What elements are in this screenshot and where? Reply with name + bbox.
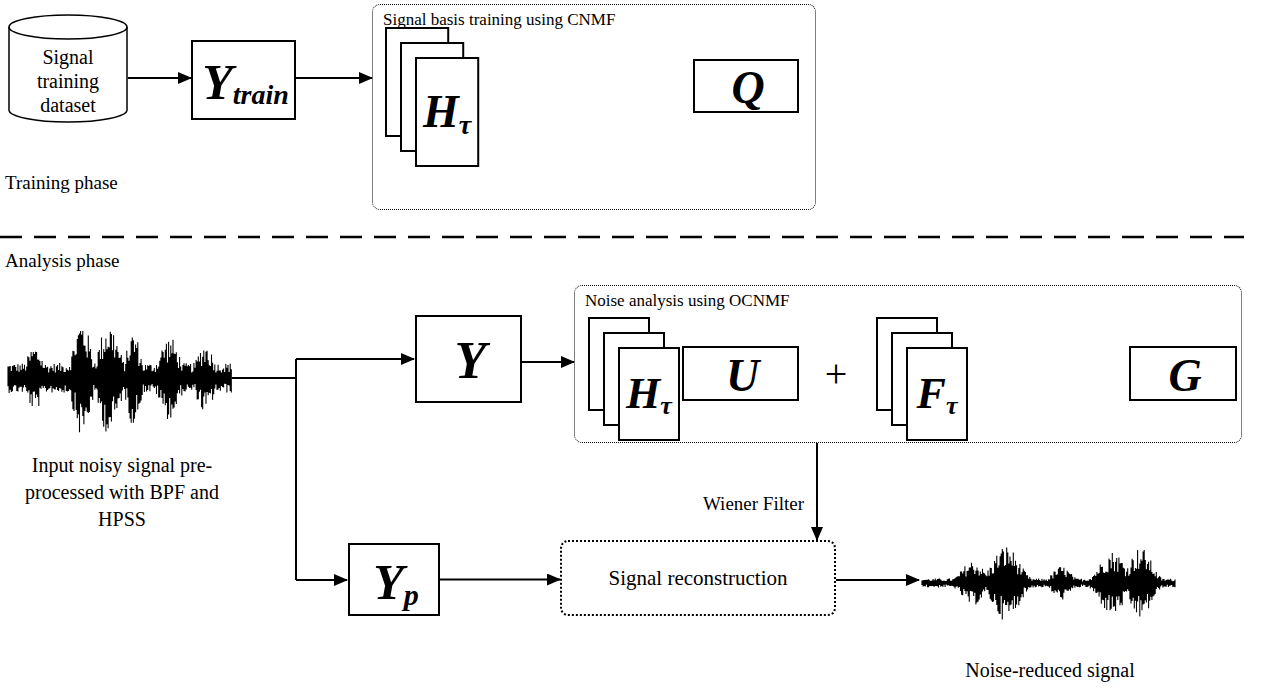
matrix-box: Ytrain <box>191 40 296 120</box>
matrix-symbol: U <box>726 353 759 399</box>
matrix-symbol: F <box>917 372 946 416</box>
node-label: Signal reconstruction <box>608 566 787 591</box>
cylinder-body <box>9 15 127 122</box>
text-holder: Hτ <box>415 57 479 167</box>
matrix-box: U <box>682 346 799 401</box>
matrix-symbol: H <box>423 89 459 135</box>
text-holder: Signal reconstruction <box>562 542 834 614</box>
matrix-symbol: Y <box>373 557 404 607</box>
process-box: Signal reconstruction <box>560 540 836 616</box>
matrix-stack: Hτ <box>588 317 680 441</box>
text-holder: Fτ <box>906 347 968 441</box>
flow-arrow <box>440 579 560 581</box>
group-box: Noise analysis using OCNMF Hτ U Fτ G <box>574 285 1242 443</box>
matrix-page <box>619 348 679 440</box>
matrix-subscript: τ <box>660 393 672 419</box>
signal-arrow <box>296 358 414 360</box>
text-holder: Q <box>695 61 801 115</box>
waveform-strokes <box>922 548 1175 620</box>
text-holder: Hτ <box>618 347 680 441</box>
phase-label: Training phase <box>5 172 205 195</box>
matrix-box: Q <box>693 59 799 113</box>
matrix-symbol: Y <box>202 57 233 107</box>
cylinder-rim <box>9 27 127 39</box>
text-holder: U <box>684 348 801 403</box>
plus-sign: + <box>818 350 854 398</box>
edge-label: Wiener Filter <box>700 493 807 515</box>
matrix-symbol: G <box>1168 353 1201 399</box>
flow-arrow <box>128 77 191 79</box>
matrix-symbol: Y <box>455 335 487 387</box>
matrix-box: Yp <box>348 543 440 616</box>
output-waveform <box>922 548 1175 620</box>
matrix-page <box>892 333 952 425</box>
node-label: Signal training dataset <box>12 45 124 117</box>
phase-divider <box>0 236 1244 239</box>
waveform-strokes <box>8 331 231 432</box>
signal-caption: Input noisy signal pre-processed with BP… <box>4 452 240 533</box>
input-waveform <box>8 331 231 432</box>
signal-wire <box>232 359 296 580</box>
signal-arrow <box>296 579 347 581</box>
group-box: Signal basis training using CNMFHτQ <box>372 4 816 210</box>
text-holder: Yp <box>350 545 442 618</box>
matrix-stack: Fτ <box>876 317 968 441</box>
database-cylinder: Signal training dataset <box>8 15 128 123</box>
flow-arrow <box>816 443 818 540</box>
text-holder: G <box>1131 348 1239 403</box>
matrix-page <box>416 58 478 166</box>
signal-caption: Noise-reduced signal <box>930 658 1170 682</box>
matrix-subscript: τ <box>946 393 958 419</box>
matrix-subscript: train <box>233 81 289 109</box>
text-holder: Signal training dataset <box>12 45 124 117</box>
matrix-box: Y <box>415 315 522 403</box>
matrix-subscript: τ <box>459 111 471 139</box>
phase-label: Analysis phase <box>5 250 205 273</box>
matrix-page <box>604 333 664 425</box>
matrix-symbol: H <box>626 372 660 416</box>
matrix-page <box>907 348 967 440</box>
flow-arrow <box>522 361 574 363</box>
matrix-symbol: Q <box>731 65 764 111</box>
matrix-stack: Hτ <box>385 27 479 167</box>
group-title: Noise analysis using OCNMF <box>585 291 789 311</box>
flow-arrow <box>296 77 372 79</box>
text-holder: Y <box>417 317 524 405</box>
matrix-box: G <box>1129 346 1237 401</box>
text-holder: Ytrain <box>193 42 298 122</box>
matrix-subscript: p <box>404 580 419 610</box>
output-arrow <box>836 579 919 581</box>
